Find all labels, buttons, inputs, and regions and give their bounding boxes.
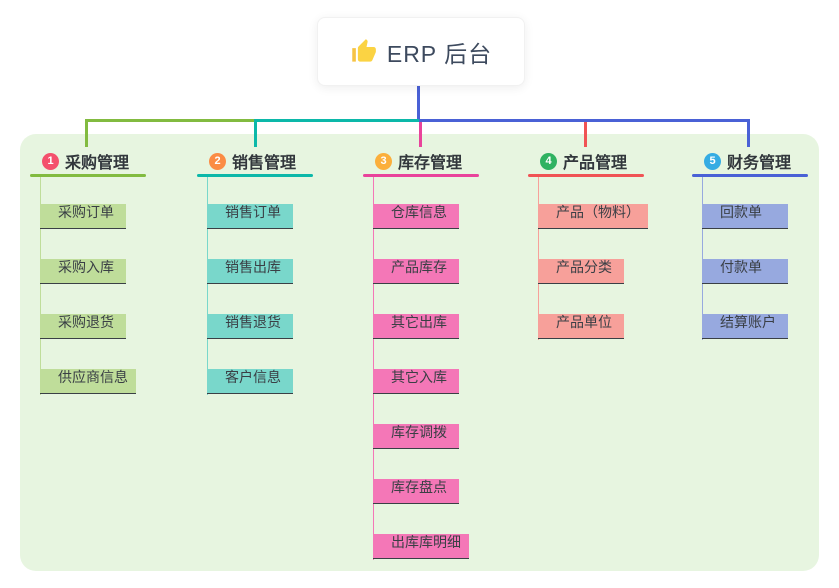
branch-child-connector <box>373 177 374 560</box>
connector-drop-product <box>584 122 587 147</box>
branch-child-connector <box>207 177 208 395</box>
child-item-product-material[interactable]: 产品（物料） <box>538 204 648 229</box>
connector-horizontal-blue <box>419 119 750 122</box>
connector-horizontal-green <box>85 119 256 122</box>
branch-underline <box>692 174 808 177</box>
child-label: 销售订单 <box>225 204 281 220</box>
child-label: 库存调拨 <box>391 424 447 440</box>
child-label: 出库库明细 <box>391 534 461 550</box>
branch-label: 库存管理 <box>398 155 463 172</box>
branch-number-badge: 4 <box>540 152 557 170</box>
connector-horizontal-teal <box>254 119 421 122</box>
child-item-warehouse-info[interactable]: 仓库信息 <box>373 204 459 229</box>
child-label: 其它出库 <box>391 314 447 330</box>
branch-child-connector <box>40 177 41 395</box>
child-label: 供应商信息 <box>58 369 128 385</box>
branch-underline <box>30 174 146 177</box>
branch-label: 产品管理 <box>563 155 628 172</box>
child-label: 采购订单 <box>58 204 114 220</box>
child-label: 产品库存 <box>391 259 447 275</box>
branch-label: 采购管理 <box>65 155 130 172</box>
child-item-product-unit[interactable]: 产品单位 <box>538 314 624 339</box>
branch-label: 销售管理 <box>232 155 297 172</box>
branch-underline <box>197 174 313 177</box>
branch-header-finance[interactable]: 5 财务管理 <box>692 148 791 174</box>
root-title: ERP 后台 <box>386 40 493 67</box>
child-item-stock-taking[interactable]: 库存盘点 <box>373 479 459 504</box>
child-item-sales-return[interactable]: 销售退货 <box>207 314 293 339</box>
branch-header-sales[interactable]: 2 销售管理 <box>197 148 296 174</box>
child-item-product-stock[interactable]: 产品库存 <box>373 259 459 284</box>
child-label: 付款单 <box>720 259 762 275</box>
child-item-receipt-note[interactable]: 回款单 <box>702 204 788 229</box>
branch-header-product[interactable]: 4 产品管理 <box>528 148 627 174</box>
child-label: 销售退货 <box>225 314 281 330</box>
branch-header-inventory[interactable]: 3 库存管理 <box>363 148 462 174</box>
child-item-purchase-return[interactable]: 采购退货 <box>40 314 126 339</box>
branch-number-badge: 5 <box>704 152 721 170</box>
connector-drop-inventory <box>419 122 422 147</box>
child-item-sales-order[interactable]: 销售订单 <box>207 204 293 229</box>
branch-number-badge: 1 <box>42 152 59 170</box>
child-label: 结算账户 <box>720 314 776 330</box>
branch-number-badge: 2 <box>209 152 226 170</box>
thumbs-up-icon <box>352 39 376 62</box>
child-item-supplier-info[interactable]: 供应商信息 <box>40 369 136 394</box>
child-item-other-outbound[interactable]: 其它出库 <box>373 314 459 339</box>
child-item-other-inbound[interactable]: 其它入库 <box>373 369 459 394</box>
branch-child-connector <box>538 177 539 340</box>
connector-drop-sales <box>254 119 257 147</box>
child-label: 客户信息 <box>225 369 281 385</box>
child-item-purchase-order[interactable]: 采购订单 <box>40 204 126 229</box>
connector-drop-purchase <box>85 119 88 147</box>
branch-label: 财务管理 <box>727 155 792 172</box>
mindmap-panel <box>20 134 819 571</box>
child-label: 其它入库 <box>391 369 447 385</box>
child-label: 产品单位 <box>556 314 612 330</box>
child-label: 回款单 <box>720 204 762 220</box>
connector-root-drop <box>417 84 420 122</box>
branch-underline <box>528 174 644 177</box>
child-item-product-category[interactable]: 产品分类 <box>538 259 624 284</box>
child-label: 产品（物料） <box>556 204 640 220</box>
child-item-stock-transfer[interactable]: 库存调拨 <box>373 424 459 449</box>
child-label: 采购退货 <box>58 314 114 330</box>
branch-number-badge: 3 <box>375 152 392 170</box>
child-label: 销售出库 <box>225 259 281 275</box>
child-item-payment-note[interactable]: 付款单 <box>702 259 788 284</box>
child-item-sales-outbound[interactable]: 销售出库 <box>207 259 293 284</box>
child-item-purchase-inbound[interactable]: 采购入库 <box>40 259 126 284</box>
child-label: 仓库信息 <box>391 204 447 220</box>
root-node[interactable]: ERP 后台 <box>317 17 525 86</box>
child-label: 库存盘点 <box>391 479 447 495</box>
connector-drop-finance <box>747 119 750 147</box>
child-item-customer-info[interactable]: 客户信息 <box>207 369 293 394</box>
child-label: 采购入库 <box>58 259 114 275</box>
branch-header-purchase[interactable]: 1 采购管理 <box>30 148 129 174</box>
child-item-outbound-detail[interactable]: 出库库明细 <box>373 534 469 559</box>
branch-child-connector <box>702 177 703 340</box>
child-label: 产品分类 <box>556 259 612 275</box>
branch-underline <box>363 174 479 177</box>
child-item-settlement-account[interactable]: 结算账户 <box>702 314 788 339</box>
